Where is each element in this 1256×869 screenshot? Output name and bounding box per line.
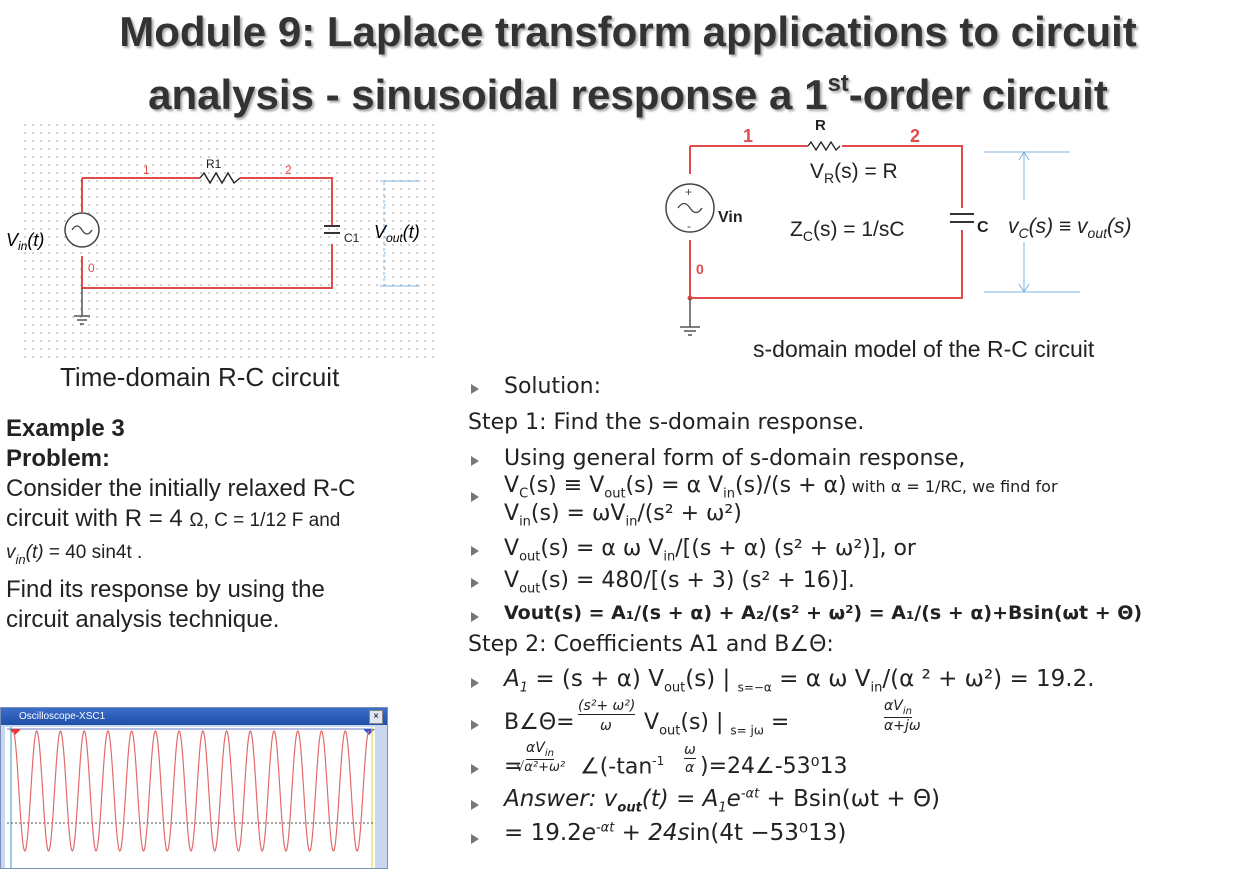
ground-symbol [74, 288, 90, 325]
problem-line-3: vin(t) = 40 sin4t . [6, 542, 143, 567]
node-1-label: 1 [143, 163, 150, 177]
oscilloscope-waveform [12, 730, 370, 852]
solution-line-2: Using general form of s-domain response, [504, 446, 966, 471]
step-2: Step 2: Coefficients A1 and B∠Θ: [468, 632, 834, 657]
solution-line-3: VC(s) ≡ Vout(s) = α Vin(s)/(s + α) with … [504, 473, 1058, 530]
s-node-1-label: 1 [743, 126, 753, 146]
s-node-2-label: 2 [910, 126, 920, 146]
oscilloscope-window: Oscilloscope-XSC1 × [0, 707, 388, 869]
page-title: Module 9: Laplace transform applications… [0, 6, 1256, 121]
node-2-label: 2 [285, 163, 292, 177]
s-domain-circuit: + - 1 2 R VR(s) = R Vin ZC(s) = 1/sC C v… [650, 112, 1250, 344]
title-line-2: analysis - sinusoidal response a 1st-ord… [148, 70, 1108, 118]
time-domain-caption: Time-domain R-C circuit [60, 362, 340, 392]
oscilloscope-title: Oscilloscope-XSC1 [19, 711, 106, 722]
solution-line-8: A1 = (s + α) Vout(s) | s=−α = α ω Vin/(α… [504, 666, 1095, 696]
s-ground-symbol [680, 298, 700, 336]
vin-label: Vin(t) [6, 230, 44, 253]
svg-text:+: + [685, 185, 692, 199]
solution-answer: Answer: vout(t) = A1e-αt + Bsin(ωt + Θ) [504, 786, 941, 816]
s-wire [689, 145, 963, 299]
problem-line-2: circuit with R = 4 Ω, C = 1/12 F and [6, 505, 341, 532]
solution-line-6: Vout(s) = A₁/(s + α) + A₂/(s² + ω²) = A₁… [504, 602, 1143, 624]
problem-line-5: circuit analysis technique. [6, 605, 280, 633]
s-node-0-label: 0 [696, 261, 704, 277]
c-label: C [977, 219, 989, 236]
problem-line-1: Consider the initially relaxed R-C [6, 475, 356, 502]
wire [81, 177, 333, 289]
oscilloscope-titlebar: Oscilloscope-XSC1 × [1, 708, 387, 725]
problem-heading: Problem: [6, 445, 111, 472]
example-heading: Example 3 [6, 415, 125, 442]
s-domain-schematic: + - 1 2 R VR(s) = R Vin ZC(s) = 1/sC C v… [665, 117, 1132, 336]
solution-line-5: Vout(s) = 480/[(s + 3) (s² + 16)]. [504, 568, 855, 597]
r1-label: R1 [206, 157, 222, 171]
problem-line-4: Find its response by using the [6, 575, 325, 603]
example-problem: Example 3 Problem: Consider the initiall… [6, 414, 436, 635]
s-domain-caption: s-domain model of the R-C circuit [753, 336, 1095, 362]
capacitor-c1 [324, 225, 340, 234]
vin-source-label: Vin [718, 209, 743, 226]
c1-label: C1 [344, 231, 360, 245]
solution-final: = 19.2e-αt + 24sin(4t −53⁰13) [504, 820, 847, 846]
step-1: Step 1: Find the s-domain response. [468, 410, 865, 435]
time-domain-circuit: 1 2 R1 C1 0 Vin(t) Vout(t) [0, 116, 440, 361]
resistor-r [807, 140, 841, 152]
solution-heading: Solution: [504, 374, 602, 399]
r-label: R [815, 117, 826, 134]
vc-expression: vC(s) ≡ vout(s) [1008, 215, 1132, 241]
vout-label: Vout(t) [374, 222, 420, 245]
close-icon[interactable]: × [369, 710, 383, 724]
vr-expression: VR(s) = R [810, 160, 898, 186]
node-0-label: 0 [88, 261, 95, 275]
title-line-1: Module 9: Laplace transform applications… [119, 8, 1137, 55]
capacitor-c [950, 213, 974, 223]
oscilloscope-display [5, 727, 375, 868]
resistor-r1 [199, 171, 241, 185]
time-domain-schematic: 1 2 R1 C1 0 Vin(t) Vout(t) [6, 118, 436, 358]
solution-line-4: Vout(s) = α ω Vin/[(s + α) (s² + ω²)], o… [504, 536, 916, 565]
svg-text:-: - [687, 219, 691, 233]
zc-expression: ZC(s) = 1/sC [790, 218, 905, 244]
